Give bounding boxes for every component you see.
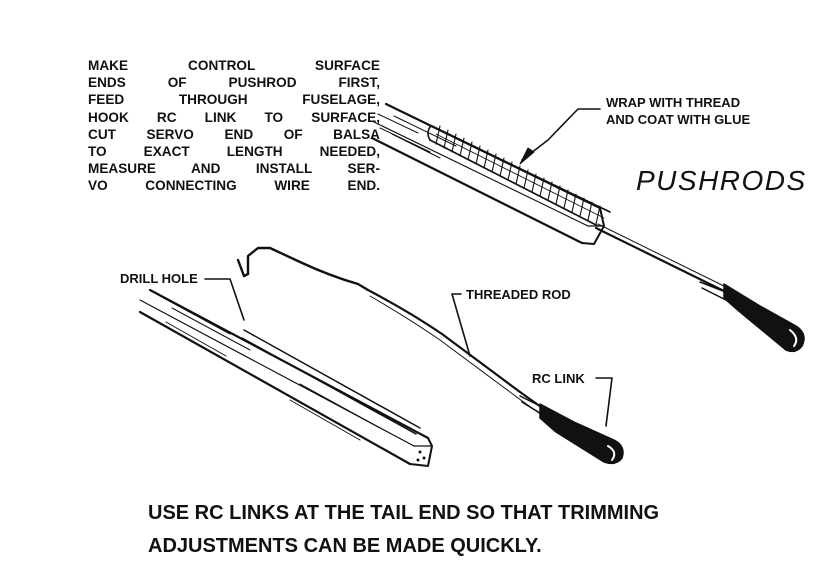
rod-groove xyxy=(241,329,421,435)
instruction-line-8: VO CONNECTING WIRE END. xyxy=(88,178,380,194)
threaded-rod-label: THREADED ROD xyxy=(466,287,571,302)
upper-rc-link xyxy=(699,281,805,353)
diagram-title: PUSHRODS xyxy=(636,165,807,196)
lower-balsa-stick xyxy=(138,288,433,467)
caption: USE RC LINKS AT THE TAIL END SO THAT TRI… xyxy=(148,497,659,563)
instruction-line-1: MAKE CONTROL SURFACE xyxy=(88,58,380,73)
caption-line-1: USE RC LINKS AT THE TAIL END SO THAT TRI… xyxy=(148,502,660,524)
drill-hole-leader xyxy=(204,278,245,321)
leader-lines xyxy=(204,108,613,427)
upper-wire-rod xyxy=(594,223,729,294)
caption-line-2: ADJUSTMENTS CAN BE MADE QUICKLY. xyxy=(148,535,542,557)
rc-link-leader xyxy=(595,377,613,427)
lower-rc-link xyxy=(519,395,624,465)
wrap-leader xyxy=(521,108,601,161)
upper-balsa-stick xyxy=(370,102,605,245)
thread-wrap xyxy=(427,125,611,227)
instruction-line-4: HOOK RC LINK TO SURFACE, xyxy=(88,109,380,125)
instruction-line-7: MEASURE AND INSTALL SER- xyxy=(88,161,380,177)
wrap-thread-label-line-1: WRAP WITH THREAD xyxy=(606,95,741,110)
instruction-text: MAKE CONTROL SURFACE ENDS OF PUSHROD FIR… xyxy=(88,57,380,195)
wrap-thread-label-line-2: AND COAT WITH GLUE xyxy=(606,112,751,127)
instruction-line-5: CUT SERVO END OF BALSA xyxy=(88,126,380,142)
wire-bend xyxy=(236,246,370,292)
instruction-line-6: TO EXACT LENGTH NEEDED, xyxy=(88,144,380,160)
drill-hole-label: DRILL HOLE xyxy=(120,271,198,286)
threaded-rod-leader xyxy=(451,293,471,357)
wrap-thread-label: WRAP WITH THREAD AND COAT WITH GLUE xyxy=(606,94,750,128)
instruction-line-2: ENDS OF PUSHROD FIRST, xyxy=(88,75,380,91)
instruction-line-3: FEED THROUGH FUSELAGE, xyxy=(88,92,380,108)
rc-link-label: RC LINK xyxy=(532,371,585,386)
threaded-rod xyxy=(366,288,550,419)
